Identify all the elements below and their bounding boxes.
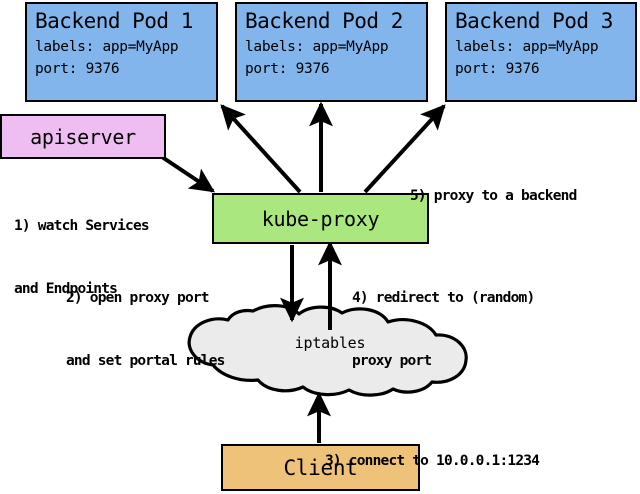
step-2-line-1: 2) open proxy port: [66, 290, 210, 306]
pod-port: port: 9376: [455, 61, 540, 77]
step-2-label: 2) open proxy port and set portal rules: [66, 246, 225, 393]
pod-port: port: 9376: [245, 61, 330, 77]
client-label: Client: [283, 455, 358, 480]
step-1-label: 1) watch Services and Endpoints: [14, 174, 150, 321]
iptables-label: iptables: [294, 334, 366, 352]
backend-pod-2[interactable]: Backend Pod 2 labels: app=MyApp port: 93…: [235, 2, 428, 102]
step-3-label: 3) connect to 10.0.0.1:1234: [325, 409, 540, 493]
edge-kubeproxy-to-pod3: [363, 104, 446, 194]
step-2-line-2: and set portal rules: [66, 353, 225, 369]
step-5-label: 5) proxy to a backend: [410, 144, 577, 228]
iptables-cloud: [187, 304, 468, 397]
step-3-line-1: 3) connect to 10.0.0.1:1234: [325, 453, 540, 469]
apiserver-label: apiserver: [30, 124, 136, 149]
step-4-label: 4) redirect to (random) proxy port: [352, 246, 535, 393]
client-node[interactable]: Client: [221, 444, 420, 491]
step-1-line-2: and Endpoints: [14, 281, 118, 297]
edge-apiserver-to-kubeproxy: [160, 155, 215, 193]
kube-proxy-node[interactable]: kube-proxy: [212, 193, 429, 244]
pod-title: Backend Pod 2: [245, 9, 403, 33]
pod-title: Backend Pod 1: [35, 9, 193, 33]
kube-proxy-label: kube-proxy: [261, 206, 380, 231]
pod-labels: labels: app=MyApp: [245, 39, 389, 55]
pod-labels: labels: app=MyApp: [35, 39, 179, 55]
step-1-line-1: 1) watch Services: [14, 218, 150, 234]
apiserver-node[interactable]: apiserver: [0, 114, 166, 159]
backend-pod-3[interactable]: Backend Pod 3 labels: app=MyApp port: 93…: [445, 2, 637, 102]
backend-pod-1[interactable]: Backend Pod 1 labels: app=MyApp port: 93…: [25, 2, 218, 102]
pod-title: Backend Pod 3: [455, 9, 613, 33]
step-4-line-2: proxy port: [352, 353, 432, 369]
step-5-line-1: 5) proxy to a backend: [410, 188, 577, 204]
edge-kubeproxy-to-pod1: [220, 104, 302, 194]
step-4-line-1: 4) redirect to (random): [352, 290, 535, 306]
pod-labels: labels: app=MyApp: [455, 39, 599, 55]
pod-port: port: 9376: [35, 61, 120, 77]
